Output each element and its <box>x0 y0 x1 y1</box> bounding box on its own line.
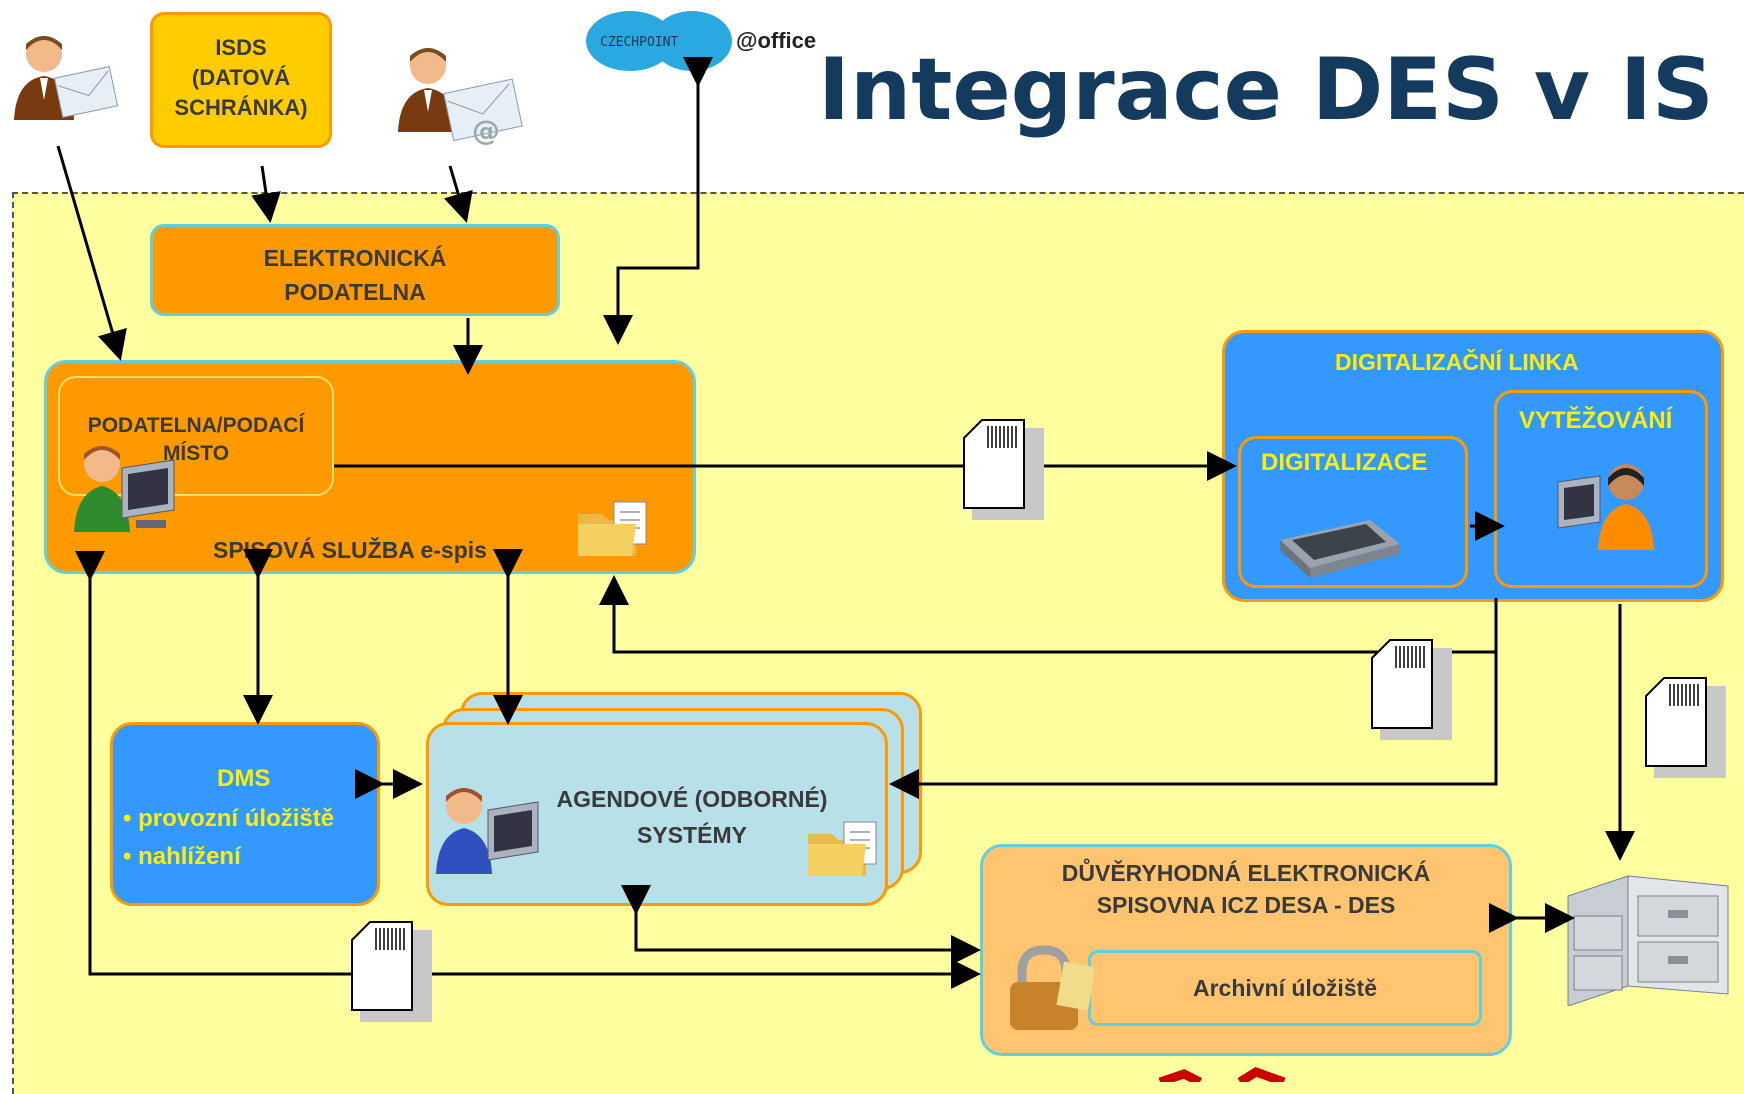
padlock-icon <box>1004 944 1096 1034</box>
podatelna-line2: PODATELNA <box>284 279 426 305</box>
isds-line3: SCHRÁNKA) <box>174 95 308 120</box>
arrow-letter-to-spis <box>56 145 127 361</box>
digitalizace-label: DIGITALIZACE <box>1261 449 1428 476</box>
document-icon-4 <box>351 921 432 1022</box>
vytezovani-label: VYTĚŽOVÁNÍ <box>1519 407 1673 434</box>
digitalizacni-linka-title: DIGITALIZAČNÍ LINKA <box>1335 349 1579 375</box>
spisovna-line1: DŮVĚRYHODNÁ ELEKTRONICKÁ <box>1061 860 1431 886</box>
czechpoint-logo-text: CZECHPOINT <box>600 35 678 50</box>
document-icon-1 <box>963 419 1044 520</box>
spisovna-line2: SPISOVNA ICZ DESA - DES <box>1096 892 1396 918</box>
arrow-czechpoint-link <box>603 57 713 345</box>
scanner-icon <box>1270 500 1406 580</box>
archivni-uloziste-label: Archivní úložiště <box>1192 975 1378 1001</box>
arrow-spis-spisovna <box>75 551 981 989</box>
isds-line2: (DATOVÁ <box>191 65 291 90</box>
podatelna-misto-box: PODATELNA/PODACÍ MÍSTO <box>58 376 334 496</box>
svg-text:@: @ <box>472 114 500 147</box>
czechpoint-logo: CZECHPOINT <box>586 10 732 72</box>
file-cabinet-icon <box>1558 866 1734 1007</box>
isds-box: ISDS (DATOVÁ SCHRÁNKA) <box>150 12 332 148</box>
office-label: @office <box>736 28 817 53</box>
operator-computer-icon <box>1556 456 1656 556</box>
citizen-letter-icon <box>8 30 119 130</box>
document-icon-3 <box>1645 677 1726 778</box>
podatelna-misto-line2: MÍSTO <box>162 442 230 465</box>
czechpoint-logo-icon: CZECHPOINT <box>586 11 732 71</box>
red-bracket <box>1158 1067 1286 1082</box>
podatelna-line1: ELEKTRONICKÁ <box>263 245 447 271</box>
isds-line1: ISDS <box>215 35 267 60</box>
arrow-agendove-spisovna <box>621 885 981 965</box>
clerk-computer-icon <box>70 440 180 540</box>
folder-icon <box>576 498 652 560</box>
arrow-digital-back-to-spis <box>599 575 1498 654</box>
vytezovani-box: VYTĚŽOVÁNÍ <box>1494 390 1708 588</box>
citizen-email-icon: @ <box>392 40 532 150</box>
elektronicka-podatelna-box: ELEKTRONICKÁ PODATELNA <box>150 224 560 316</box>
podatelna-misto-line1: PODATELNA/PODACÍ <box>87 414 305 437</box>
archivni-uloziste-box: Archivní úložiště <box>1088 950 1482 1026</box>
page-title: Integrace DES v IS <box>818 40 1714 140</box>
arrow-email-to-podatelna <box>443 165 473 223</box>
arrow-digital-to-agendove <box>889 640 1498 799</box>
arrow-isds-to-podatelna <box>251 165 281 223</box>
document-icon-2 <box>1371 639 1452 740</box>
